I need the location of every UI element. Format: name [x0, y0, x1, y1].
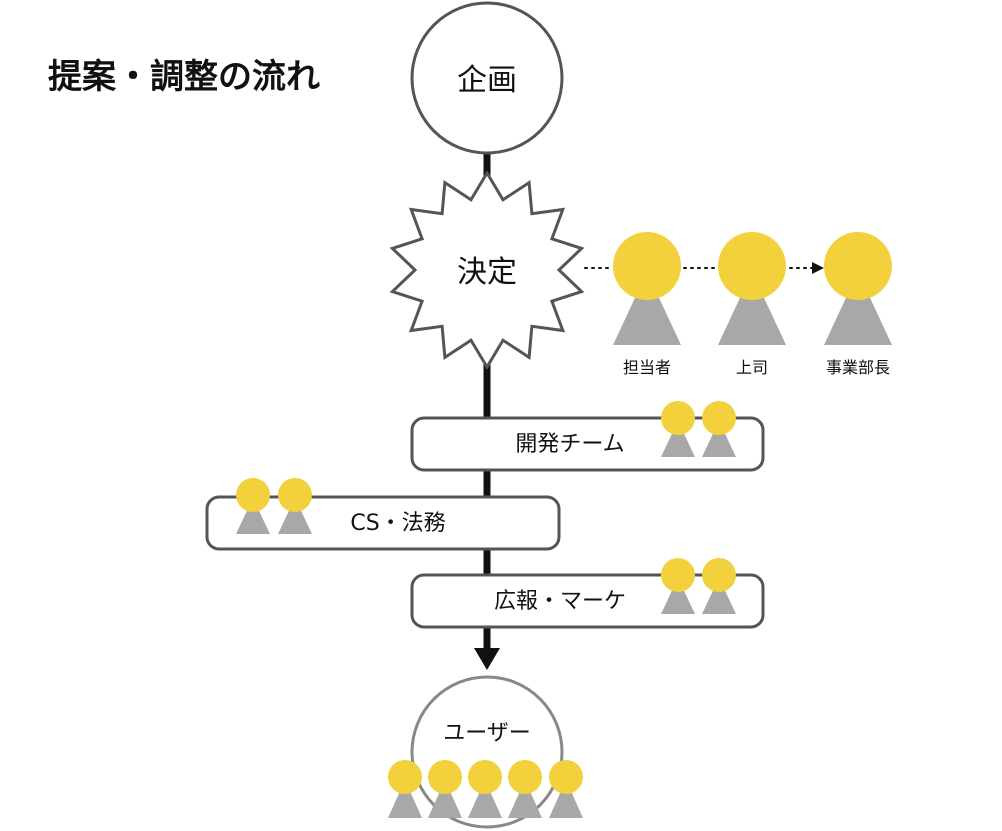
diagram-title: 提案・調整の流れ	[48, 57, 320, 97]
person-body-icon	[278, 498, 312, 534]
person-body-icon	[549, 780, 583, 818]
stage-box-cs-legal: CS・法務	[205, 478, 561, 551]
arrow-head-down-icon	[474, 648, 500, 670]
person-head-icon	[613, 232, 681, 300]
stage-label-pr-marketing: 広報・マーケ	[494, 589, 626, 614]
person-body-icon	[702, 421, 736, 457]
decision-node: 決定	[389, 170, 585, 370]
approval-chain: 担当者 上司 事業部長	[584, 232, 892, 377]
person-body-icon	[661, 421, 695, 457]
person-icon-approver	[613, 232, 681, 345]
start-node-label: 企画	[457, 63, 517, 98]
person-head-icon	[718, 232, 786, 300]
person-head-icon	[549, 760, 583, 794]
person-icon-user	[549, 760, 583, 818]
arrow-right-icon	[812, 262, 824, 274]
stage-label-cs-legal: CS・法務	[350, 511, 445, 536]
person-body-icon	[428, 780, 462, 818]
person-head-icon	[278, 478, 312, 512]
person-icon-user	[388, 760, 422, 818]
person-icon-approver	[824, 232, 892, 345]
person-head-icon	[508, 760, 542, 794]
person-body-icon	[468, 780, 502, 818]
person-icon-approver	[718, 232, 786, 345]
stage-box-dev: 開発チーム	[410, 401, 765, 472]
person-icon	[702, 558, 736, 614]
approver-label: 上司	[736, 358, 768, 377]
decision-node-label: 決定	[457, 255, 517, 290]
person-icon	[702, 401, 736, 457]
approver-label: 担当者	[623, 358, 671, 377]
start-node: 企画	[410, 1, 564, 155]
person-icon	[236, 478, 270, 534]
end-node-label: ユーザー	[443, 721, 531, 746]
person-head-icon	[702, 401, 736, 435]
person-head-icon	[388, 760, 422, 794]
person-icon	[661, 558, 695, 614]
end-node: ユーザー	[388, 675, 583, 829]
stage-label-dev: 開発チーム	[515, 432, 624, 457]
person-head-icon	[702, 558, 736, 592]
person-body-icon	[824, 272, 892, 345]
person-body-icon	[613, 272, 681, 345]
person-body-icon	[508, 780, 542, 818]
person-icon-user	[468, 760, 502, 818]
person-icon	[661, 401, 695, 457]
person-body-icon	[718, 272, 786, 345]
person-body-icon	[388, 780, 422, 818]
stage-box-pr-marketing: 広報・マーケ	[410, 558, 765, 629]
person-body-icon	[236, 498, 270, 534]
person-body-icon	[661, 578, 695, 614]
person-head-icon	[661, 558, 695, 592]
person-icon-user	[428, 760, 462, 818]
person-head-icon	[661, 401, 695, 435]
person-body-icon	[702, 578, 736, 614]
person-icon-user	[508, 760, 542, 818]
person-icon	[278, 478, 312, 534]
person-head-icon	[428, 760, 462, 794]
person-head-icon	[236, 478, 270, 512]
approver-label: 事業部長	[826, 358, 890, 377]
person-head-icon	[824, 232, 892, 300]
person-head-icon	[468, 760, 502, 794]
